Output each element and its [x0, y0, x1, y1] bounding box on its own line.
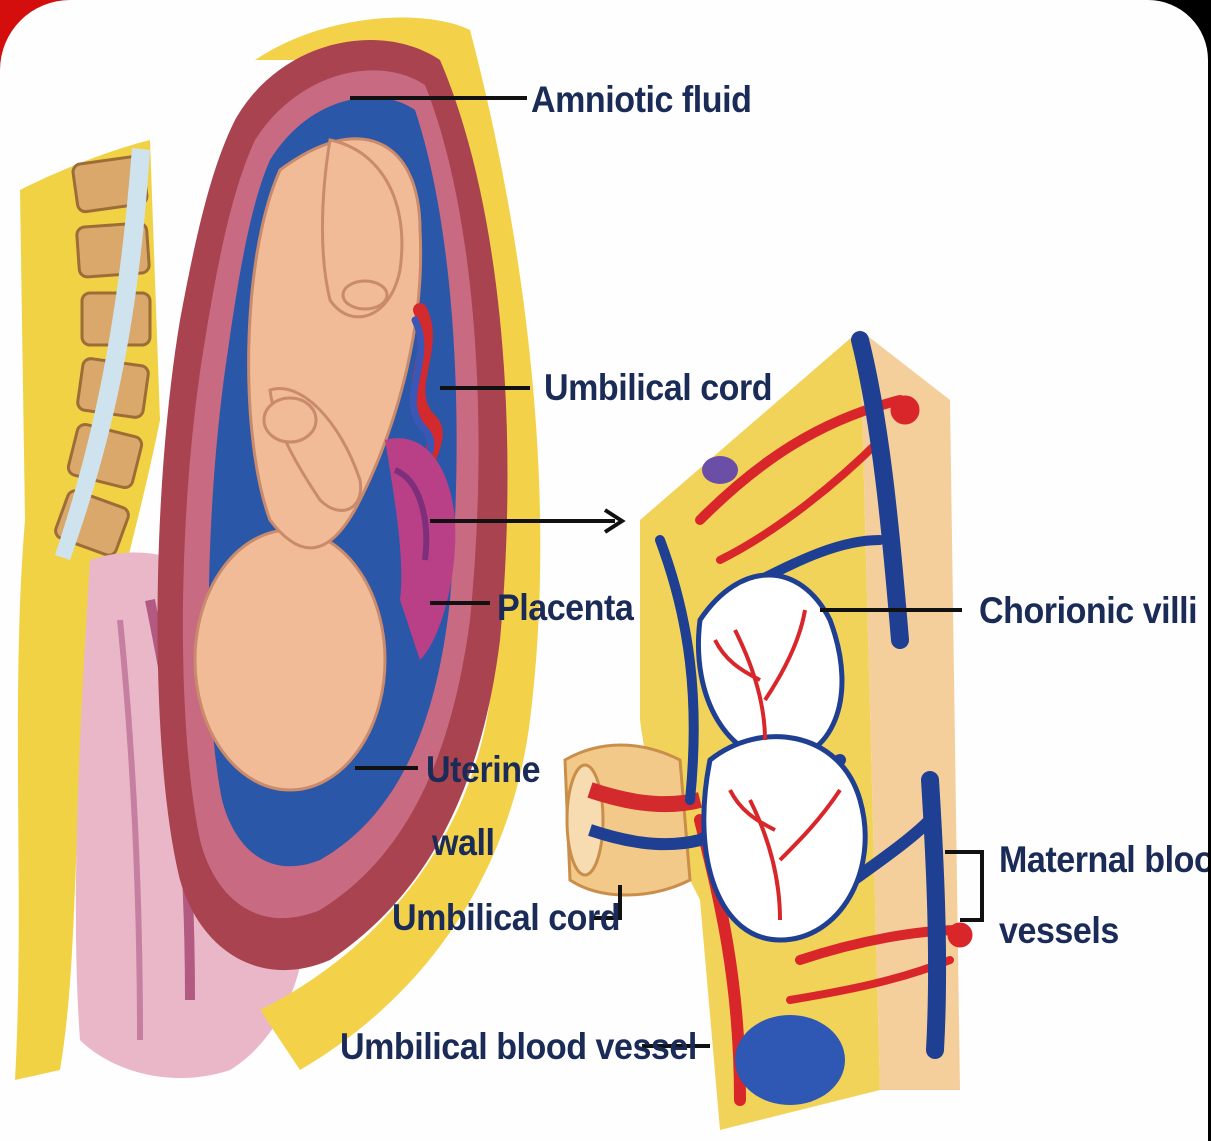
- intervillous-blood-pool: [735, 1015, 845, 1105]
- label-umbilical-cord-top: Umbilical cord: [544, 365, 772, 411]
- label-uterine-wall-line1: Uterine: [426, 747, 540, 793]
- label-amniotic-fluid: Amniotic fluid: [531, 77, 751, 123]
- placenta-magnification: [565, 330, 972, 1130]
- label-uterine-wall-line2: wall: [432, 820, 494, 866]
- label-placenta: Placenta: [497, 585, 633, 631]
- label-maternal-blood-line1: Maternal blood: [999, 837, 1208, 883]
- label-umbilical-cord-bottom: Umbilical cord: [392, 895, 620, 941]
- label-maternal-blood-line2: vessels: [999, 908, 1119, 954]
- label-umbilical-blood-vessel: Umbilical blood vessel: [340, 1024, 697, 1070]
- label-chorionic-villi: Chorionic villi: [979, 588, 1197, 634]
